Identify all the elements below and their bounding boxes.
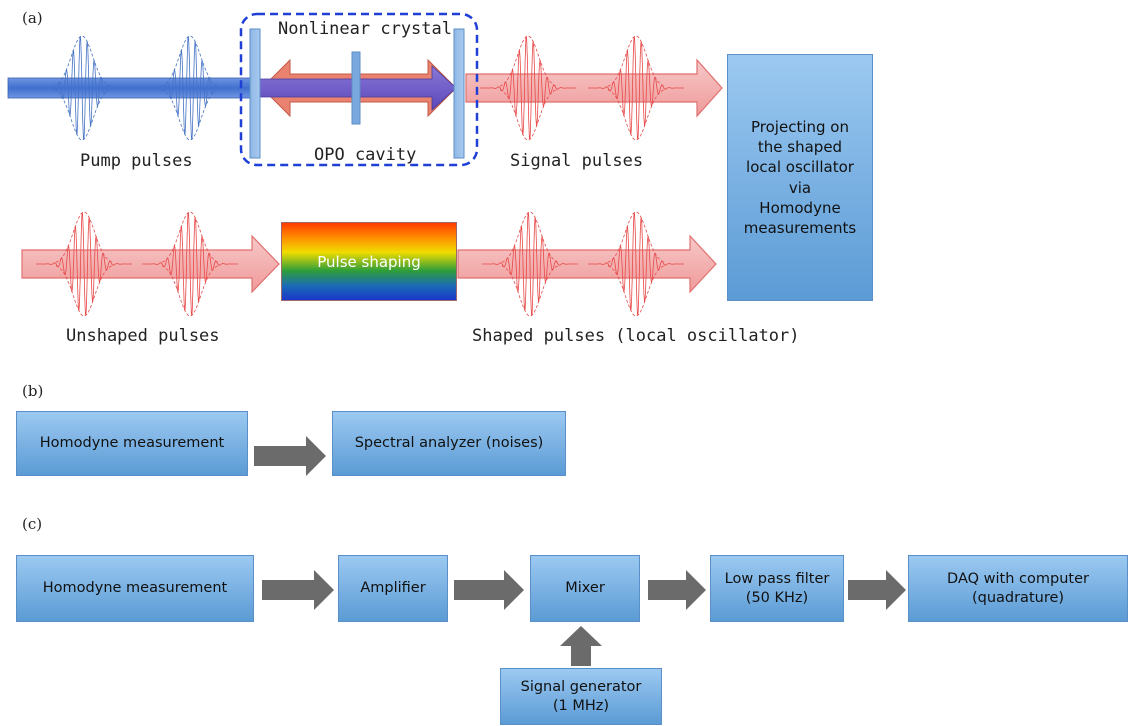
output-mirror [453, 28, 465, 159]
cavity-label: OPO cavity [314, 145, 417, 165]
homodyne-box-c: Homodyne measurement [16, 555, 254, 622]
signal-label: Signal pulses [510, 151, 644, 171]
spectral-analyzer-box: Spectral analyzer (noises) [332, 411, 566, 476]
panel-label-b: (b) [22, 382, 44, 400]
flow-arrow-c1 [262, 570, 334, 610]
panel-label-a: (a) [22, 9, 43, 27]
crystal-label: Nonlinear crystal [278, 19, 452, 39]
signal-pulse-2 [588, 35, 684, 141]
projection-box: Projecting on the shaped local oscillato… [727, 54, 873, 301]
flow-arrow-c2 [454, 570, 524, 610]
flow-arrow-b1 [254, 436, 326, 476]
signal-generator-box: Signal generator (1 MHz) [500, 668, 662, 725]
unshaped-pulse-1 [36, 211, 132, 317]
opo-cavity-frame [239, 12, 479, 167]
unshaped-pulse-2 [142, 211, 238, 317]
flow-arrows [254, 436, 906, 666]
flow-arrow-c4 [848, 570, 906, 610]
pump-pulse-1 [34, 35, 130, 141]
panel-label-c: (c) [22, 515, 43, 533]
shaped-pulse-2 [588, 211, 684, 317]
pulse-shaping-box: Pulse shaping [281, 222, 457, 301]
signal-pulse-1 [480, 35, 576, 141]
flow-arrow-c3 [648, 570, 706, 610]
amplifier-box: Amplifier [338, 555, 448, 622]
input-mirror [249, 28, 261, 159]
daq-box: DAQ with computer (quadrature) [908, 555, 1128, 622]
flow-arrow-up [560, 626, 602, 666]
mixer-box: Mixer [530, 555, 640, 622]
homodyne-box-b: Homodyne measurement [16, 411, 248, 476]
nonlinear-crystal [351, 51, 361, 125]
unshaped-label: Unshaped pulses [66, 326, 220, 346]
shaped-label: Shaped pulses (local oscillator) [472, 326, 800, 346]
shaped-pulse-1 [482, 211, 578, 317]
low-pass-filter-box: Low pass filter (50 KHz) [710, 555, 844, 622]
pump-label: Pump pulses [80, 151, 193, 171]
pump-pulse-2 [142, 35, 238, 141]
